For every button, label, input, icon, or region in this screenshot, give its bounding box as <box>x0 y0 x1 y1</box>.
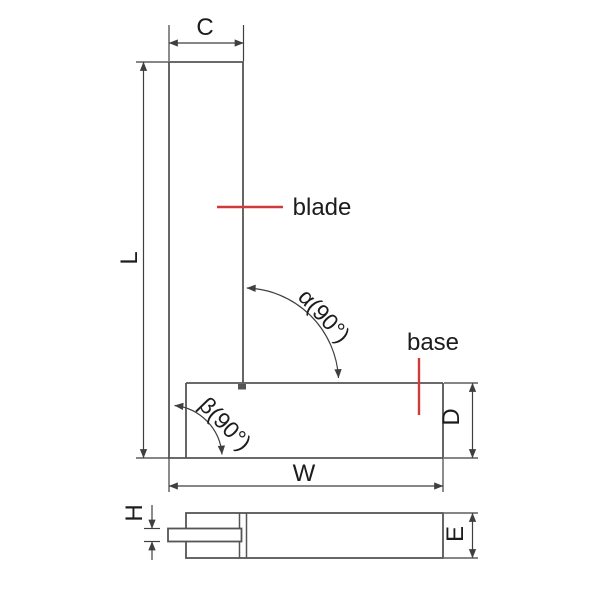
dim-label-w: W <box>292 460 316 487</box>
part-label-base: base <box>406 329 460 356</box>
dim-label-d: D <box>438 408 465 426</box>
part-label-blade: blade <box>292 194 352 221</box>
dim-label-h: H <box>121 504 148 522</box>
dim-label-l: L <box>116 251 143 265</box>
blade-tongue-side <box>167 527 243 543</box>
dim-label-e: E <box>442 525 469 543</box>
dim-label-c: C <box>196 14 214 41</box>
alpha-angle-arc <box>246 284 342 379</box>
leader-lines <box>217 205 421 415</box>
side-view-outline <box>167 512 444 559</box>
blade-seat-notch <box>238 384 246 390</box>
dimension-lines <box>136 25 478 560</box>
beta-angle-arc <box>174 402 226 455</box>
